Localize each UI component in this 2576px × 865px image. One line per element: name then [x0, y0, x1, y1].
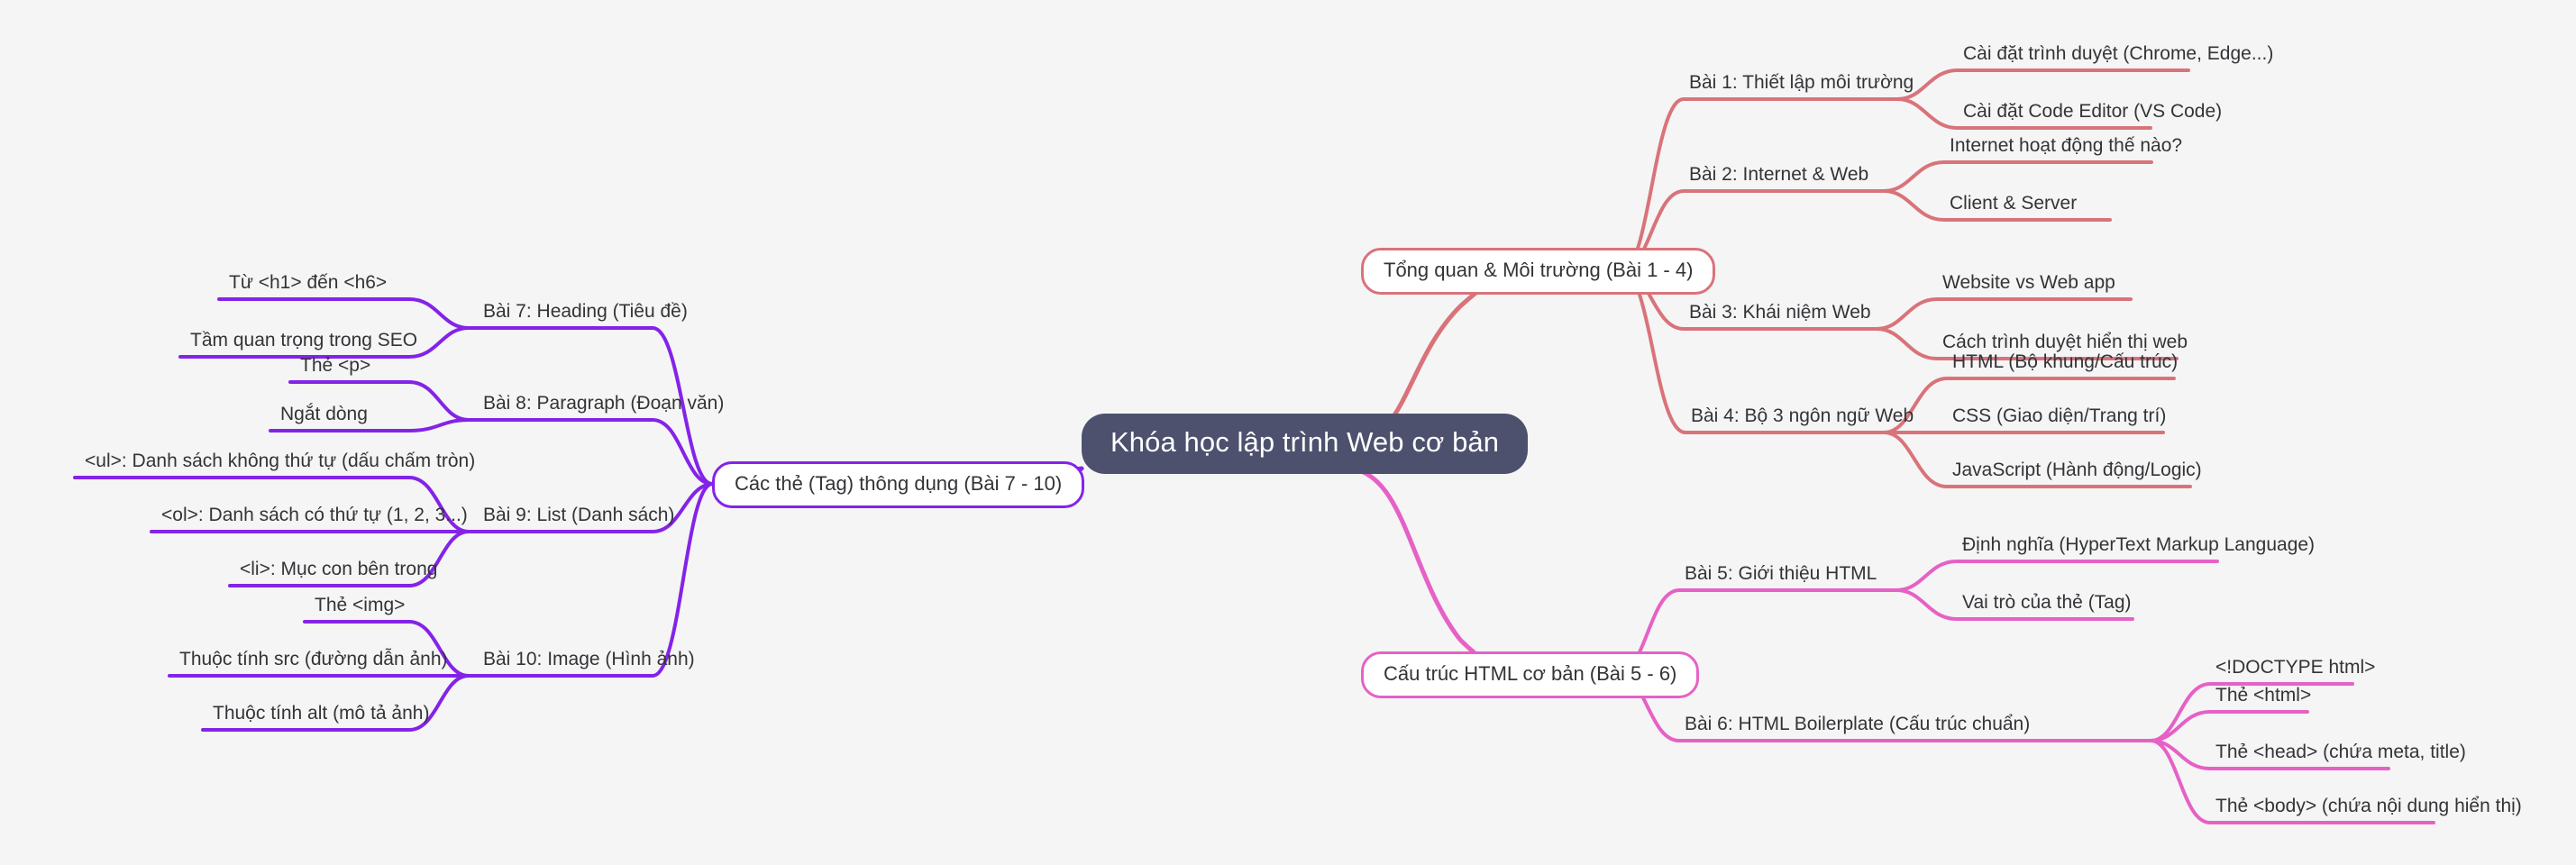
topic-bai-4[interactable]: Bài 4: Bộ 3 ngôn ngữ Web	[1691, 405, 1914, 426]
topic-bai-10[interactable]: Bài 10: Image (Hình ảnh)	[483, 649, 695, 669]
topic-bai-2[interactable]: Bài 2: Internet & Web	[1689, 164, 1869, 185]
subtopic-javascript-hanh-dong[interactable]: JavaScript (Hành động/Logic)	[1952, 460, 2202, 480]
subtopic-the-img[interactable]: Thẻ <img>	[315, 595, 406, 615]
branch-node-tong-quan[interactable]: Tổng quan & Môi trường (Bài 1 - 4)	[1361, 248, 1716, 295]
subtopic-internet-hoat-dong[interactable]: Internet hoạt động thế nào?	[1950, 135, 2183, 156]
topic-bai-9[interactable]: Bài 9: List (Danh sách)	[483, 505, 675, 525]
subtopic-client-server[interactable]: Client & Server	[1950, 193, 2078, 214]
subtopic-website-vs-webapp[interactable]: Website vs Web app	[1942, 272, 2115, 293]
subtopic-thuoc-tinh-src[interactable]: Thuộc tính src (đường dẫn ảnh)	[179, 649, 448, 669]
subtopic-ol-danh-sach-co-thu-tu[interactable]: <ol>: Danh sách có thứ tự (1, 2, 3...)	[161, 505, 468, 525]
subtopic-the-html[interactable]: Thẻ <html>	[2215, 685, 2312, 706]
subtopic-the-head[interactable]: Thẻ <head> (chứa meta, title)	[2215, 742, 2466, 762]
topic-bai-6[interactable]: Bài 6: HTML Boilerplate (Cấu trúc chuẩn)	[1685, 714, 2031, 734]
subtopic-tam-quan-trong-seo[interactable]: Tầm quan trọng trong SEO	[190, 330, 418, 351]
subtopic-the-p[interactable]: Thẻ <p>	[300, 355, 371, 376]
topic-bai-1[interactable]: Bài 1: Thiết lập môi trường	[1689, 72, 1914, 93]
subtopic-css-giao-dien[interactable]: CSS (Giao diện/Trang trí)	[1952, 405, 2167, 426]
subtopic-vai-tro-cua-the[interactable]: Vai trò của thẻ (Tag)	[1962, 592, 2132, 613]
topic-bai-8[interactable]: Bài 8: Paragraph (Đoạn văn)	[483, 393, 725, 414]
branch-node-cac-the[interactable]: Các thẻ (Tag) thông dụng (Bài 7 - 10)	[712, 461, 1085, 508]
subtopic-dinh-nghia-html[interactable]: Định nghĩa (HyperText Markup Language)	[1962, 534, 2316, 555]
branch-label-cac-the: Các thẻ (Tag) thông dụng (Bài 7 - 10)	[735, 472, 1063, 495]
subtopic-html-bo-khung[interactable]: HTML (Bộ khung/Cấu trúc)	[1952, 351, 2179, 372]
subtopic-tu-h1-den-h6[interactable]: Từ <h1> đến <h6>	[229, 272, 388, 293]
topic-bai-7[interactable]: Bài 7: Heading (Tiêu đề)	[483, 301, 688, 322]
subtopic-doctype-html[interactable]: <!DOCTYPE html>	[2215, 657, 2376, 678]
subtopic-the-body[interactable]: Thẻ <body> (chứa nội dung hiển thị)	[2215, 796, 2522, 816]
root-node[interactable]: Khóa học lập trình Web cơ bản	[1082, 414, 1529, 474]
subtopic-cai-dat-code-editor[interactable]: Cài đặt Code Editor (VS Code)	[1963, 101, 2223, 122]
branch-node-cau-truc-html[interactable]: Cấu trúc HTML cơ bản (Bài 5 - 6)	[1361, 651, 1700, 698]
subtopic-thuoc-tinh-alt[interactable]: Thuộc tính alt (mô tả ảnh)	[213, 703, 430, 724]
subtopic-li-muc-con[interactable]: <li>: Mục con bên trong	[240, 559, 438, 579]
subtopic-cach-trinh-duyet-hien-thi[interactable]: Cách trình duyệt hiển thị web	[1942, 332, 2188, 352]
subtopic-cai-dat-trinh-duyet[interactable]: Cài đặt trình duyệt (Chrome, Edge...)	[1963, 43, 2274, 64]
topic-bai-3[interactable]: Bài 3: Khái niệm Web	[1689, 302, 1871, 323]
subtopic-ngat-dong[interactable]: Ngắt dòng	[280, 404, 368, 424]
subtopic-ul-danh-sach-khong-thu-tu[interactable]: <ul>: Danh sách không thứ tự (dấu chấm t…	[85, 451, 476, 471]
topic-bai-5[interactable]: Bài 5: Giới thiệu HTML	[1685, 563, 1877, 584]
